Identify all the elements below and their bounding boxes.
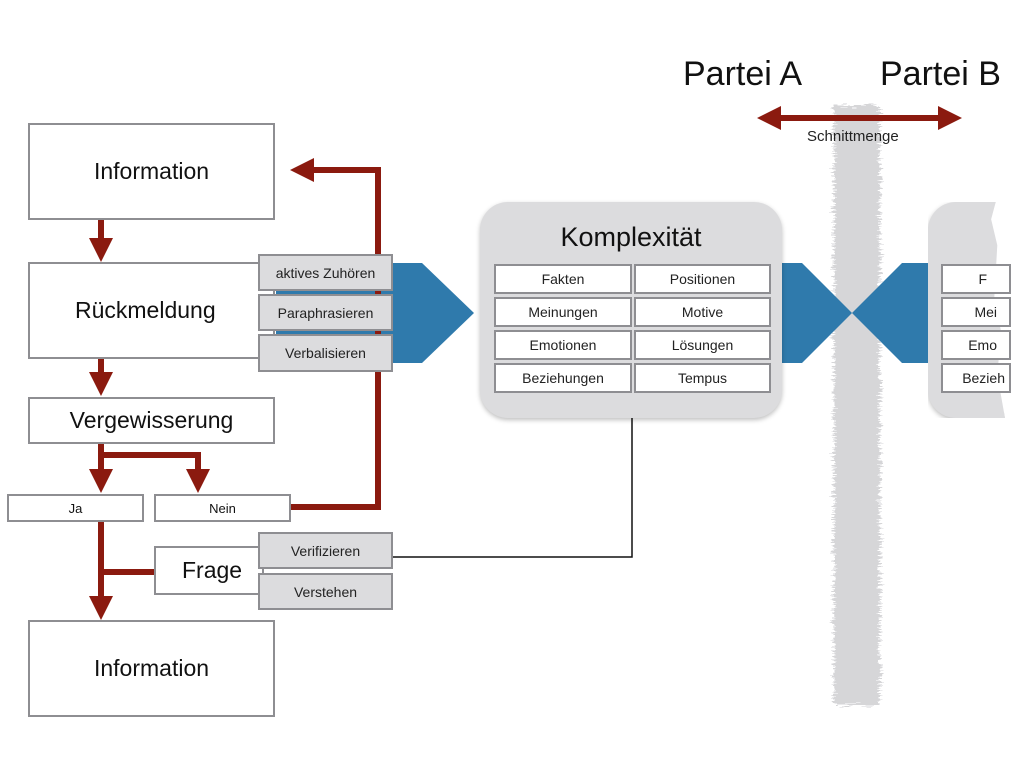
mirror-cell: Emo xyxy=(941,330,1011,360)
arrow-head xyxy=(89,469,113,493)
nein-box: Nein xyxy=(154,494,291,522)
cell-meinungen: Meinungen xyxy=(494,297,632,327)
rueckmeldung-box: Rückmeldung xyxy=(28,262,275,359)
tag-verifizieren: Verifizieren xyxy=(258,532,393,569)
komplexitaet-title: Komplexität xyxy=(560,222,702,252)
overlap-arrow-left xyxy=(757,106,781,130)
cell-motive: Motive xyxy=(634,297,771,327)
bowtie-left xyxy=(782,263,852,363)
divider-smear xyxy=(834,105,880,705)
frage-box: Frage xyxy=(154,546,264,595)
mirror-cell: Bezieh xyxy=(941,363,1011,393)
frage-label: Frage xyxy=(182,557,243,583)
tag-aktives-zuhoeren: aktives Zuhören xyxy=(258,254,393,291)
bowtie-right xyxy=(852,263,928,363)
partei-a: Partei A xyxy=(683,55,803,93)
cell-tempus: Tempus xyxy=(634,363,771,393)
cell-loesungen: Lösungen xyxy=(634,330,771,360)
mirror-cell: F xyxy=(941,264,1011,294)
cell-beziehungen: Beziehungen xyxy=(494,363,632,393)
tag-verstehen: Verstehen xyxy=(258,573,393,610)
tag-paraphrasieren: Paraphrasieren xyxy=(258,294,393,331)
cell-emotionen: Emotionen xyxy=(494,330,632,360)
overlap-arrow-right xyxy=(938,106,962,130)
arrow-head xyxy=(290,158,314,182)
mirror-cell: Mei xyxy=(941,297,1011,327)
cell-positionen: Positionen xyxy=(634,264,771,294)
cell-fakten: Fakten xyxy=(494,264,632,294)
rueckmeldung-label: Rückmeldung xyxy=(75,297,216,323)
ja-box: Ja xyxy=(7,494,144,522)
tag-verbalisieren: Verbalisieren xyxy=(258,334,393,372)
vergewisserung-box: Vergewisserung xyxy=(28,397,275,444)
frage-to-komplexitaet-line xyxy=(392,418,633,558)
arrow-head xyxy=(89,372,113,396)
information-top-box: Information xyxy=(28,123,275,220)
arrow-head xyxy=(89,596,113,620)
information-bottom-box: Information xyxy=(28,620,275,717)
arrow-head xyxy=(186,469,210,493)
partei-b: Partei B xyxy=(880,55,1001,93)
schnittmenge-label: Schnittmenge xyxy=(807,128,899,145)
arrow-head xyxy=(89,238,113,262)
